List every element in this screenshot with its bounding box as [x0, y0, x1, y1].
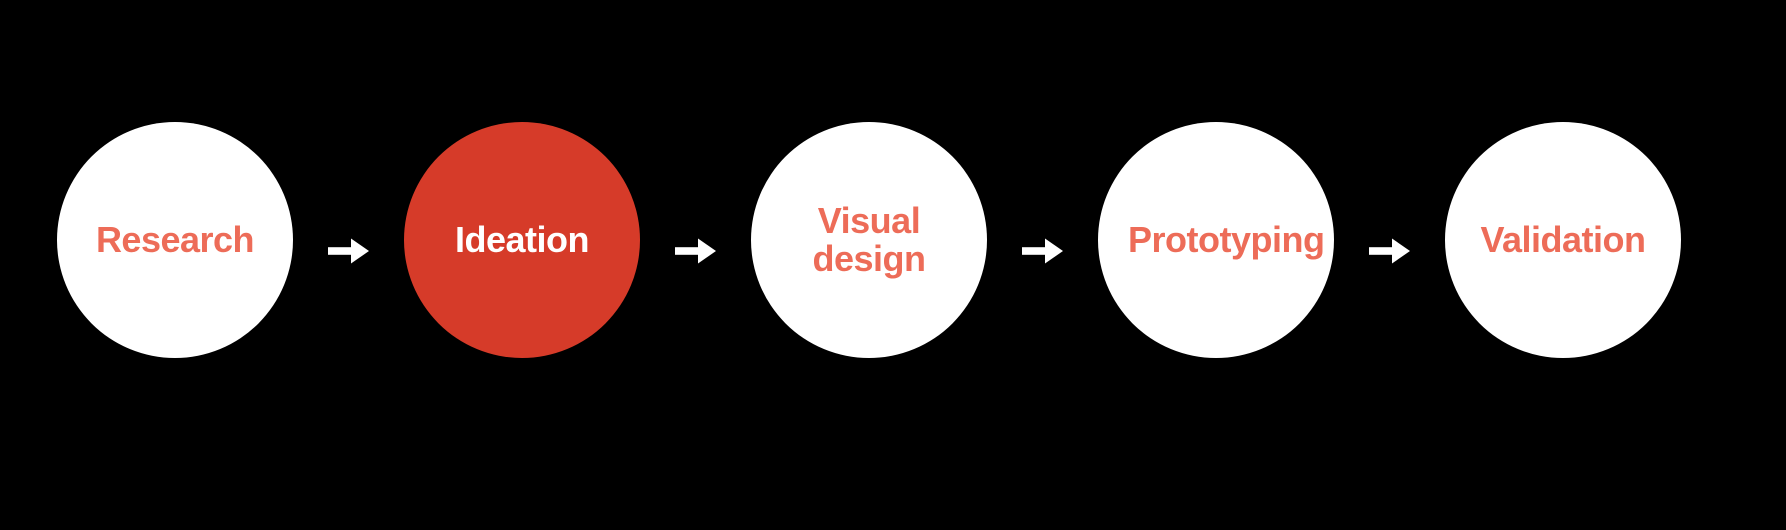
process-step-circle-ideation: Ideation [404, 122, 640, 358]
step-label-ideation: Ideation [454, 218, 590, 260]
process-step-circle-research: Research [57, 122, 293, 358]
right-arrow-icon [328, 238, 369, 264]
right-arrow-icon [675, 238, 716, 264]
process-step-circle-prototyping: Prototyping [1098, 122, 1334, 358]
right-arrow-icon [1369, 238, 1410, 264]
step-label-visual-design: Visual design [812, 199, 926, 279]
step-label-prototyping: Prototyping [1128, 218, 1325, 260]
step-label-research: Research [95, 218, 255, 260]
right-arrow-icon [1022, 238, 1063, 264]
process-step-circle-visual-design: Visual design [751, 122, 987, 358]
process-step-circle-validation: Validation [1445, 122, 1681, 358]
step-label-validation: Validation [1480, 218, 1646, 260]
process-flow-diagram: Research Ideation Visual design Prototyp… [57, 122, 1681, 358]
